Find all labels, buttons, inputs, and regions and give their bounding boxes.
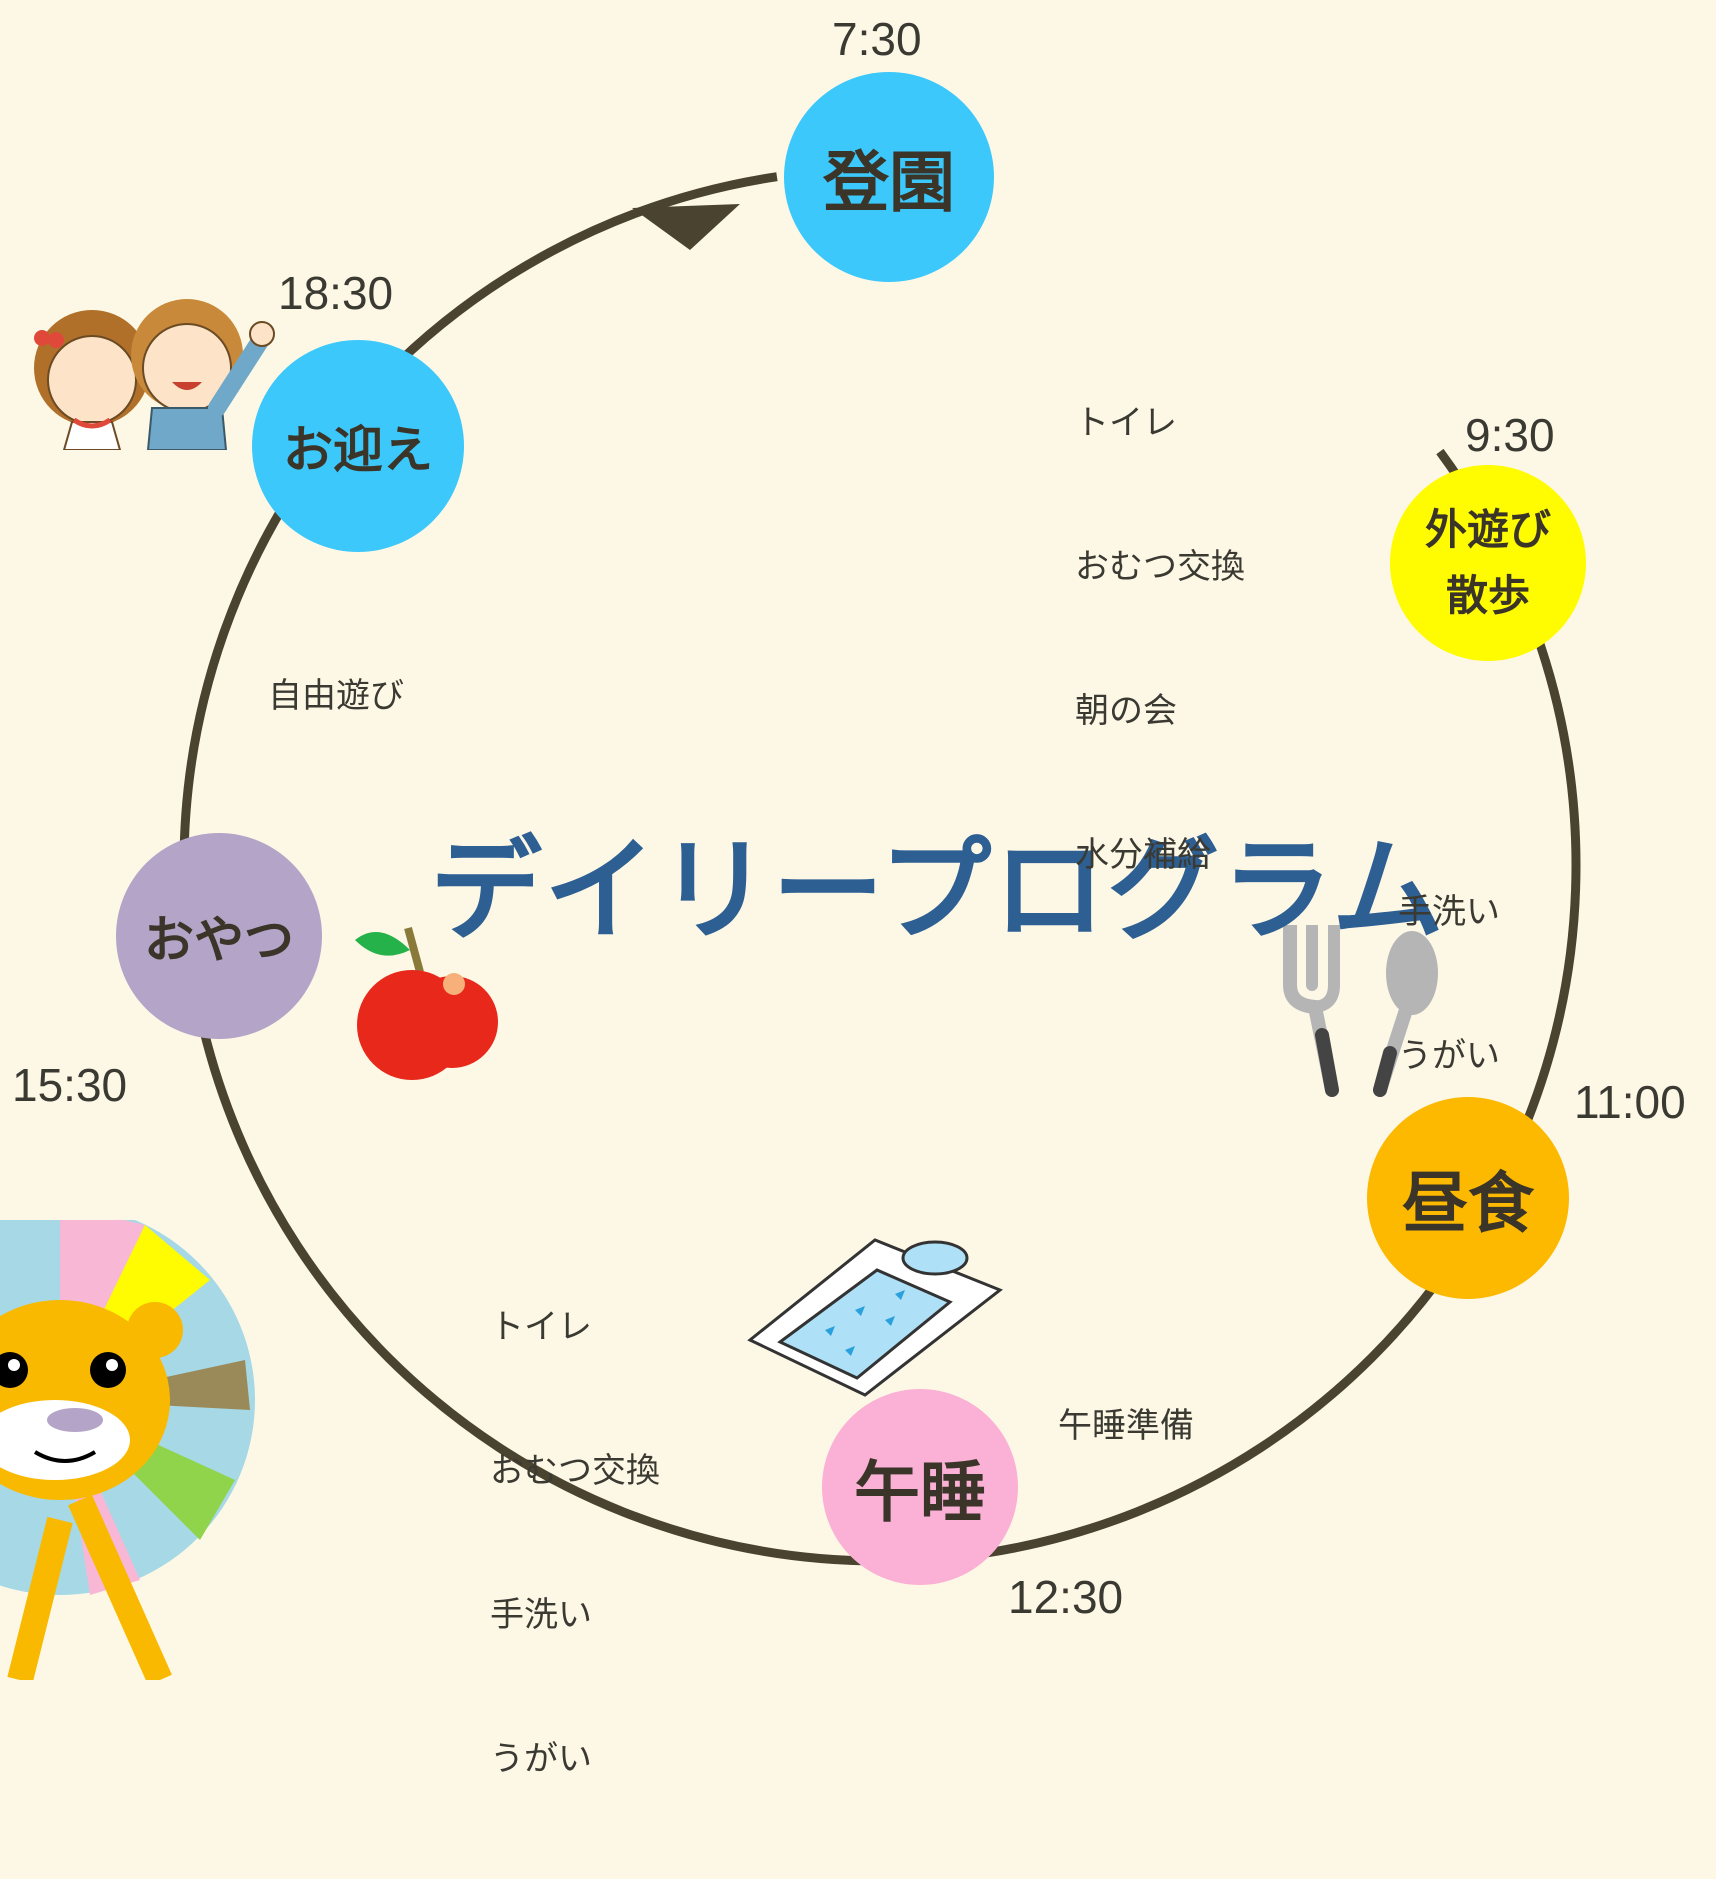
note-morning: トイレ おむつ交換 朝の会 水分補給 [1075, 303, 1245, 975]
node-snack-label: おやつ [144, 911, 294, 969]
note-before-lunch: 手洗い うがい [1398, 792, 1500, 1176]
node-nap-label: 午睡 [854, 1454, 986, 1531]
note-morning-item: 水分補給 [1075, 835, 1211, 875]
node-nap: 午睡 [822, 1389, 1018, 1585]
node-pickup: お迎え [252, 340, 464, 552]
note-after-nap-item: おむつ交換 [490, 1451, 660, 1491]
note-before-lunch-item: うがい [1398, 1036, 1500, 1076]
futon-icon [747, 1238, 1003, 1397]
note-before-lunch-item: 手洗い [1398, 892, 1500, 932]
page-title: デイリープログラム [430, 826, 1446, 956]
node-pickup-label: お迎え [283, 421, 433, 479]
time-arrival: 7:30 [832, 13, 922, 65]
node-arrival-label: 登園 [823, 144, 955, 221]
children-waving-icon [34, 299, 275, 450]
time-lunch: 11:00 [1574, 1076, 1686, 1128]
daily-program-diagram: デイリープログラム 登園 外遊び 散歩 昼食 午睡 おやつ お迎え 7:30 9… [0, 13, 1686, 1779]
node-outdoor-line1: 外遊び [1424, 505, 1551, 554]
node-lunch: 昼食 [1367, 1097, 1569, 1299]
note-morning-item: トイレ [1075, 403, 1177, 443]
time-nap: 12:30 [1008, 1571, 1124, 1623]
note-nap-prep: 午睡準備 [1058, 1406, 1194, 1446]
note-morning-item: 朝の会 [1075, 691, 1177, 731]
note-after-nap-item: 手洗い [490, 1595, 592, 1635]
note-free-play: 自由遊び [268, 676, 404, 716]
note-after-nap-item: うがい [490, 1739, 592, 1779]
note-after-nap-item: トイレ [490, 1307, 592, 1347]
note-morning-item: おむつ交換 [1075, 547, 1245, 587]
time-pickup: 18:30 [278, 267, 394, 319]
node-outdoor-line2: 散歩 [1445, 571, 1530, 620]
time-snack: 15:30 [12, 1059, 128, 1111]
fork-spoon-icon [1283, 925, 1438, 1097]
node-lunch-label: 昼食 [1402, 1165, 1534, 1242]
time-outdoor: 9:30 [1465, 409, 1555, 461]
cycle-arrow-icon [632, 204, 740, 250]
apple-icon [355, 926, 498, 1080]
node-snack: おやつ [116, 833, 322, 1039]
note-after-nap: トイレ おむつ交換 手洗い うがい [490, 1207, 660, 1879]
node-arrival: 登園 [784, 72, 994, 282]
node-outdoor: 外遊び 散歩 [1390, 465, 1586, 661]
lion-icon [0, 1220, 255, 1680]
